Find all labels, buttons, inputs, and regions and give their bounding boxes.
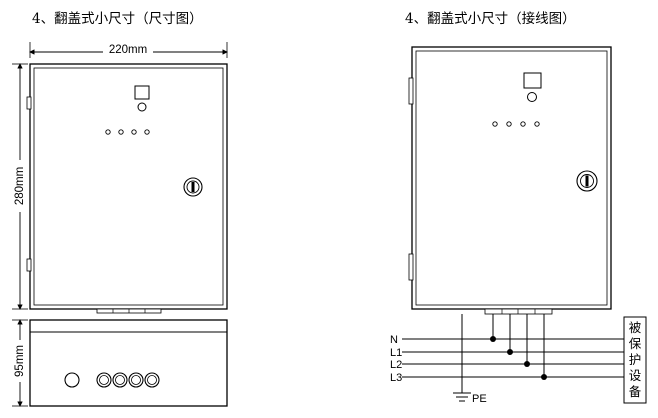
dimension-drawing-title: 4、翻盖式小尺寸（尺寸图） (32, 11, 203, 27)
bus-lines (402, 338, 624, 378)
cable-gland-group (96, 372, 160, 388)
wire-label-l2: L2 (390, 359, 402, 371)
device-label-char: 被 (629, 320, 642, 335)
protected-device-box: 被 保 护 设 备 (623, 316, 647, 404)
ground-label: PE (472, 393, 487, 405)
dimension-drawing: 4、翻盖式小尺寸（尺寸图） 220mm 280mm (10, 11, 228, 407)
width-dimension: 220mm (29, 42, 228, 58)
wire-label-l3: L3 (390, 372, 402, 384)
cabinet-front-view (26, 63, 228, 314)
height-dimension: 280mm (10, 63, 30, 310)
junction-dots (490, 336, 547, 380)
wiring-drawing: 4、翻盖式小尺寸（接线图） (390, 10, 647, 405)
lock-icon (183, 177, 203, 197)
depth-dimension: 95mm (10, 319, 30, 407)
device-label-char: 护 (629, 352, 642, 367)
wire-label-l1: L1 (390, 347, 402, 359)
height-label: 280mm (14, 167, 26, 205)
wiring-drawing-title: 4、翻盖式小尺寸（接线图） (405, 10, 576, 27)
depth-label: 95mm (14, 345, 26, 377)
device-label-char: 设 (629, 368, 642, 383)
device-label-char: 保 (629, 336, 642, 351)
wiring-cabinet-front-view (408, 46, 612, 315)
ground-symbol (453, 392, 471, 402)
wire-labels: N L1 L2 L3 (390, 334, 402, 384)
wiring-lock-icon (576, 170, 598, 192)
cabinet-bottom-view (29, 319, 228, 407)
device-label-char: 备 (629, 384, 642, 399)
wire-label-n: N (390, 334, 398, 346)
width-label: 220mm (109, 44, 147, 56)
drop-wires (461, 314, 545, 393)
